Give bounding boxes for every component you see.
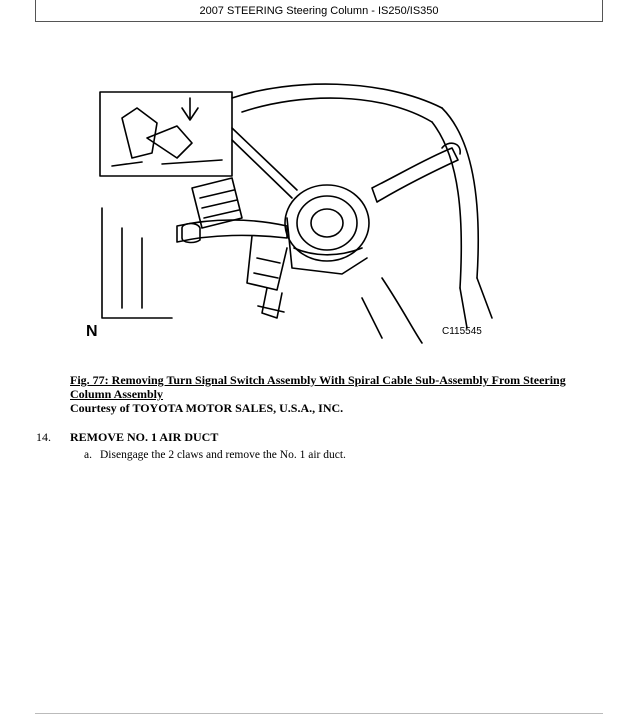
page-header: 2007 STEERING Steering Column - IS250/IS… bbox=[35, 0, 603, 22]
steering-column-illustration: N C115545 bbox=[86, 83, 493, 344]
figure-caption: Fig. 77: Removing Turn Signal Switch Ass… bbox=[70, 373, 600, 415]
caption-line-2: Column Assembly bbox=[70, 387, 164, 401]
figure-id: C115545 bbox=[442, 326, 482, 337]
footer-divider bbox=[35, 713, 603, 714]
sub-step-text: Disengage the 2 claws and remove the No.… bbox=[100, 449, 346, 461]
sub-step: a. Disengage the 2 claws and remove the N… bbox=[84, 448, 346, 462]
caption-line-1: Fig. 77: Removing Turn Signal Switch Ass… bbox=[70, 373, 566, 387]
sub-step-letter: a. bbox=[84, 449, 92, 461]
header-title: 2007 STEERING Steering Column - IS250/IS… bbox=[199, 4, 439, 17]
step-number: 14. bbox=[36, 430, 51, 444]
direction-label: N bbox=[86, 323, 98, 340]
step-title: REMOVE NO. 1 AIR DUCT bbox=[70, 430, 219, 444]
caption-courtesy: Courtesy of TOYOTA MOTOR SALES, U.S.A., … bbox=[70, 401, 344, 415]
